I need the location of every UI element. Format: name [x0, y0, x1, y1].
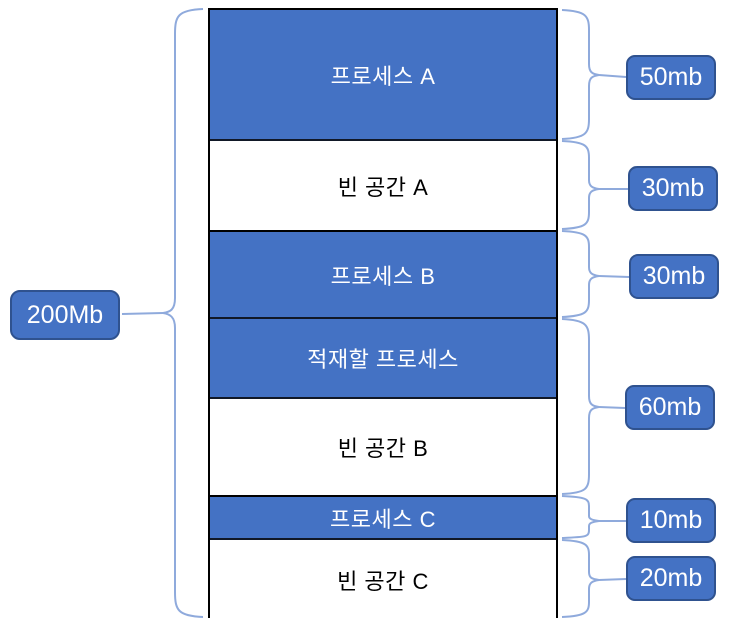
- brace-60mb: [561, 318, 600, 495]
- size-label: 20mb: [626, 556, 716, 601]
- size-label: 50mb: [626, 55, 716, 100]
- size-label: 30mb: [629, 254, 719, 299]
- total-brace: [162, 8, 204, 618]
- memory-block: 적재할 프로세스: [210, 319, 556, 399]
- memory-block: 빈 공간 C: [210, 540, 556, 620]
- memory-block-label: 적재할 프로세스: [307, 347, 459, 372]
- total-leader: [121, 312, 164, 315]
- leader-60mb: [598, 406, 626, 409]
- leader-30mb-b: [598, 275, 630, 278]
- size-label: 30mb: [628, 166, 718, 211]
- memory-block: 빈 공간 B: [210, 399, 556, 497]
- size-label: 60mb: [625, 385, 715, 430]
- memory-block: 프로세스 C: [210, 497, 556, 540]
- brace-50mb: [561, 9, 600, 140]
- memory-block-label: 빈 공간 B: [337, 436, 429, 461]
- total-size-label: 200Mb: [10, 290, 120, 340]
- brace-30mb-a: [561, 140, 600, 230]
- memory-block: 빈 공간 A: [210, 141, 556, 232]
- memory-block: 프로세스 A: [210, 10, 556, 141]
- leader-20mb: [598, 578, 627, 581]
- brace-20mb: [561, 539, 600, 618]
- size-label: 10mb: [626, 498, 716, 543]
- memory-block-label: 빈 공간 C: [337, 569, 429, 594]
- leader-50mb: [598, 74, 627, 78]
- memory-block-label: 프로세스 A: [330, 63, 436, 89]
- memory-block: 프로세스 B: [210, 232, 556, 319]
- memory-block-label: 프로세스 C: [330, 506, 436, 532]
- memory-block-label: 빈 공간 A: [337, 174, 429, 200]
- memory-block-label: 프로세스 B: [330, 263, 436, 289]
- brace-30mb-b: [561, 230, 600, 318]
- brace-10mb: [561, 495, 600, 539]
